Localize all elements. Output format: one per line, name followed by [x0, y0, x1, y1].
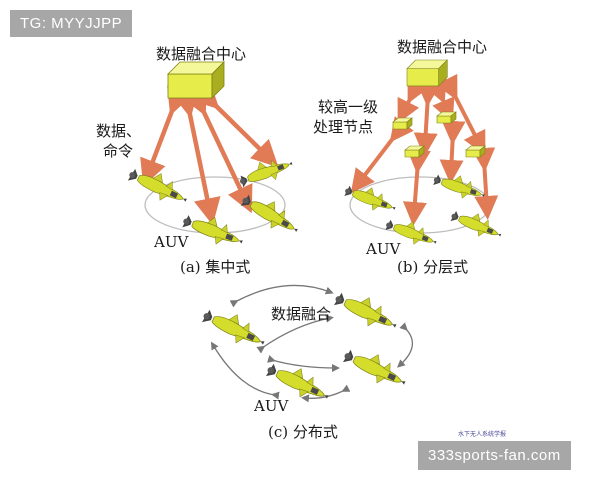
arrow-c-top [229, 284, 334, 308]
arrow-b-n3-auv3 [439, 120, 466, 184]
arrow-c-bottom [301, 384, 351, 403]
arrow-center-auv1 [140, 85, 193, 187]
arrow-b-center-n4 [435, 73, 486, 156]
panel-a-center-label: 数据融合中心 [156, 45, 247, 63]
panel-b-node-label-1: 较高一级 [318, 98, 379, 116]
panel-a-arrow-label-1: 数据、 [96, 122, 142, 140]
arrow-b-n4-auv4 [471, 147, 499, 220]
panel-b-caption: (b) 分层式 [397, 258, 469, 276]
panel-c-auv-label: AUV [254, 397, 289, 415]
auv-b4 [447, 204, 506, 245]
fusion-center-box-b [406, 59, 448, 87]
watermark-top: TG: MYYJJPP [10, 10, 133, 37]
arrow-b-center-n3 [424, 77, 455, 124]
source-credit: 水下无人系统学报 [458, 431, 507, 438]
watermark-bottom: 333sports-fan.com [418, 441, 571, 470]
panel-a-caption: (a) 集中式 [180, 258, 251, 276]
arrow-b-n1-auv1 [350, 116, 414, 194]
arrow-b-center-n2 [413, 82, 441, 157]
arrow-center-auv4 [190, 80, 279, 168]
arrow-b-center-n1 [397, 76, 430, 124]
panel-b [341, 59, 506, 252]
panel-b-center-label: 数据融合中心 [397, 38, 488, 56]
panel-c-arrows [210, 284, 413, 403]
panel-b-arrows [350, 73, 499, 226]
arrow-c-cross1 [256, 314, 334, 354]
panel-c [198, 284, 413, 408]
panel-a-arrow-label-2: 命令 [103, 142, 134, 160]
panel-b-auv-label: AUV [366, 240, 401, 258]
arrow-c-right [397, 322, 413, 368]
mid-node-4 [465, 145, 486, 158]
panel-a-auv-label: AUV [154, 233, 189, 251]
panel-a-arrows [140, 80, 279, 226]
mid-node-3 [436, 111, 457, 124]
panel-a [124, 61, 305, 253]
arrow-b-n2-auv2 [402, 149, 431, 226]
fusion-center-box-a [167, 61, 225, 99]
auv-a1 [124, 161, 193, 211]
auv-b3 [430, 167, 489, 205]
arrow-c-left [210, 341, 280, 400]
arrow-c-cross2 [267, 355, 340, 372]
auv-c1 [198, 301, 271, 354]
auv-c3 [339, 341, 412, 394]
auv-a3 [236, 187, 305, 241]
mid-node-2 [404, 145, 425, 158]
panel-c-center-label: 数据融合 [271, 305, 332, 323]
auv-c2 [330, 284, 403, 337]
mid-node-1 [392, 117, 413, 130]
panel-b-node-label-2: 处理节点 [313, 118, 374, 136]
panel-c-caption: (c) 分布式 [268, 423, 338, 441]
auv-a2 [179, 207, 248, 253]
